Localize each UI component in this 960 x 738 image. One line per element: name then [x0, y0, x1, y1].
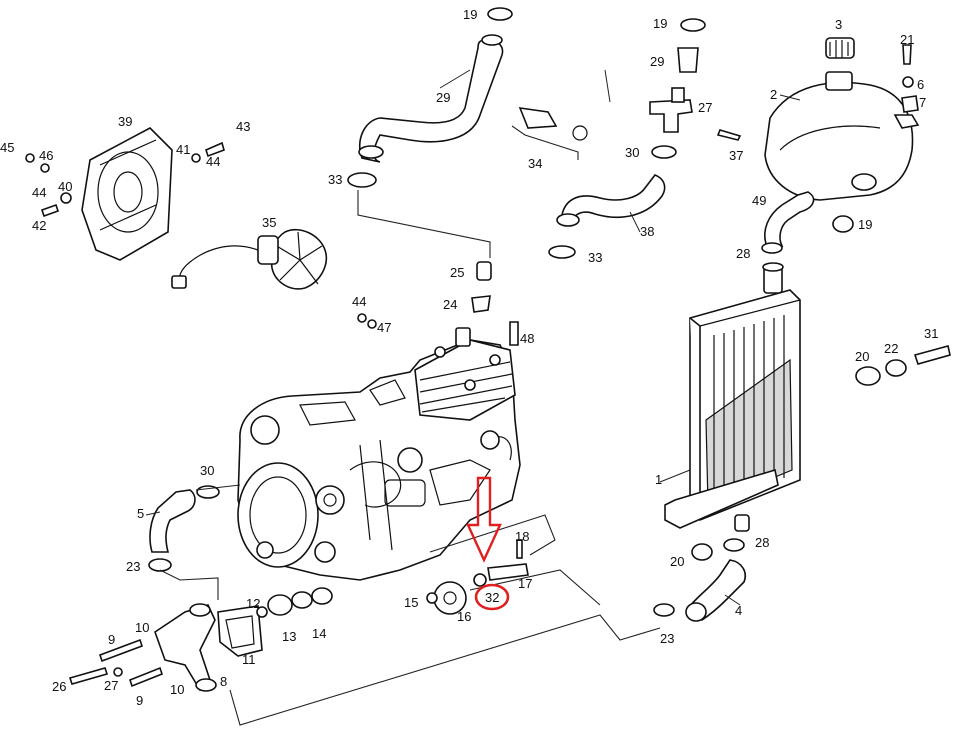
callout-26: 26: [52, 679, 66, 694]
callout-20-a: 20: [855, 349, 869, 364]
callout-10-b: 10: [170, 682, 184, 697]
callout-43: 43: [236, 119, 250, 134]
callout-labels: 1 2 3 4 5 6 7 8 9 9 10 10 11 12 13 14 15…: [0, 7, 938, 708]
callout-13: 13: [282, 629, 296, 644]
expansion-tank: [764, 71, 920, 201]
callout-49: 49: [752, 193, 766, 208]
callout-19-c: 19: [858, 217, 872, 232]
callout-38: 38: [640, 224, 654, 239]
cooling-fan: [171, 228, 327, 290]
hose-49: [764, 191, 815, 247]
callout-28-a: 28: [736, 246, 750, 261]
leader-lines: [145, 69, 801, 606]
callout-9-a: 9: [108, 632, 115, 647]
callout-37: 37: [729, 148, 743, 163]
callout-22: 22: [884, 341, 898, 356]
callout-17: 17: [518, 576, 532, 591]
callout-23-b: 23: [660, 631, 674, 646]
callout-27-b: 27: [104, 678, 118, 693]
highlight-arrow: [466, 476, 502, 563]
water-pump-housing: [154, 603, 217, 692]
callout-14: 14: [312, 626, 326, 641]
highlight-circle: [474, 583, 510, 611]
callout-8: 8: [220, 674, 227, 689]
callout-29-b: 29: [650, 54, 664, 69]
callout-27-a: 27: [698, 100, 712, 115]
callout-10-a: 10: [135, 620, 149, 635]
callout-18: 18: [515, 529, 529, 544]
callout-33-b: 33: [588, 250, 602, 265]
callout-44-b: 44: [32, 185, 46, 200]
tank-cap: [825, 37, 855, 59]
callout-29-a: 29: [436, 90, 450, 105]
pump-shaft: [473, 539, 529, 587]
callout-9-b: 9: [136, 693, 143, 708]
callout-12: 12: [246, 596, 260, 611]
callout-2: 2: [770, 87, 777, 102]
hose-5: [149, 489, 196, 553]
callout-41: 41: [176, 142, 190, 157]
radiator: [664, 262, 801, 532]
pump-gear: [426, 581, 467, 615]
callout-30-b: 30: [625, 145, 639, 160]
callout-30-a: 30: [200, 463, 214, 478]
callout-45: 45: [0, 140, 14, 155]
callout-19-a: 19: [463, 7, 477, 22]
callout-5: 5: [137, 506, 144, 521]
callout-20-b: 20: [670, 554, 684, 569]
engine-block: [237, 327, 521, 581]
callout-23-a: 23: [126, 559, 140, 574]
callout-24: 24: [443, 297, 457, 312]
callout-39: 39: [118, 114, 132, 129]
callout-6: 6: [917, 77, 924, 92]
callout-4: 4: [735, 603, 742, 618]
callout-44-c: 44: [352, 294, 366, 309]
hose-4: [685, 559, 746, 622]
callout-11: 11: [242, 652, 256, 667]
callout-25: 25: [450, 265, 464, 280]
callout-47: 47: [377, 320, 391, 335]
hose-38: [556, 174, 666, 227]
fan-cover: [81, 127, 173, 261]
callout-42: 42: [32, 218, 46, 233]
callout-19-b: 19: [653, 16, 667, 31]
callout-7: 7: [919, 95, 926, 110]
callout-46: 46: [39, 148, 53, 163]
callout-15: 15: [404, 595, 418, 610]
callout-16: 16: [457, 609, 471, 624]
callout-48: 48: [520, 331, 534, 346]
hose-29-upper: [358, 34, 504, 163]
callout-28-b: 28: [755, 535, 769, 550]
callout-44-a: 44: [206, 154, 220, 169]
callout-3: 3: [835, 17, 842, 32]
callout-35: 35: [262, 215, 276, 230]
callout-31: 31: [924, 326, 938, 341]
routing-lines: [159, 125, 661, 726]
callout-21: 21: [900, 32, 914, 47]
callout-34: 34: [528, 156, 542, 171]
pump-gasket: [217, 605, 263, 657]
callout-40: 40: [58, 179, 72, 194]
callout-32: 32: [485, 590, 499, 605]
callout-1: 1: [655, 472, 662, 487]
small-parts: [25, 7, 951, 688]
callout-33-a: 33: [328, 172, 342, 187]
